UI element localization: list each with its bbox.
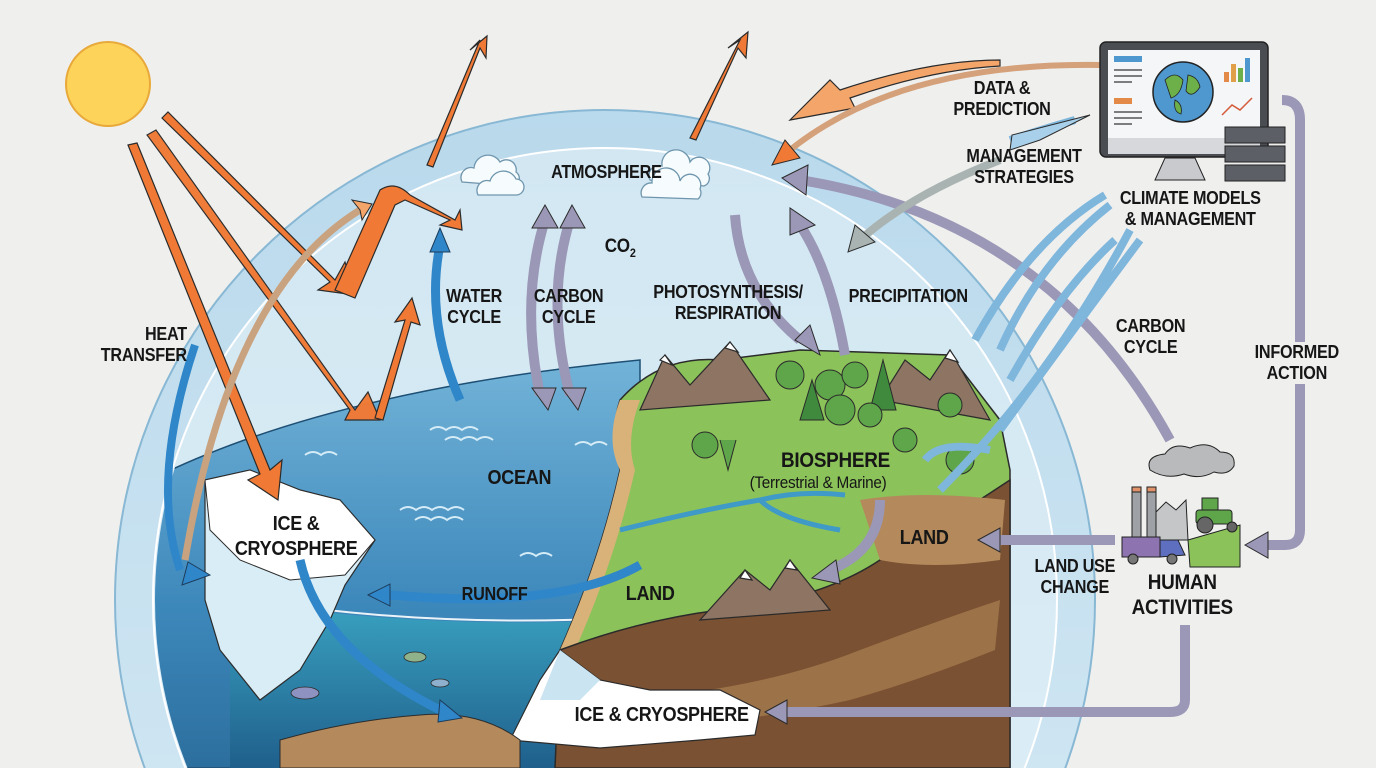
sun-icon: [65, 41, 151, 127]
globe: [114, 109, 1096, 768]
biosphere-label: BIOSPHERE: [781, 449, 890, 472]
carbon-cycle-center-label: CARBON CYCLE: [533, 286, 604, 327]
ice-cryosphere-left-label: ICE & CRYOSPHERE: [234, 513, 358, 560]
ice-cryosphere-bottom-label: ICE & CRYOSPHERE: [574, 704, 749, 726]
carbon-cycle-arrows: [526, 95, 1305, 717]
data-prediction-arrow: [788, 61, 1101, 153]
heat-transfer-arc: [181, 207, 362, 561]
informed-action-label: INFORMED ACTION: [1254, 342, 1339, 384]
land-center-label: LAND: [625, 583, 675, 605]
human-activities-label: HUMAN ACTIVITIES: [1131, 571, 1234, 619]
water-cycle-arrows: [164, 244, 643, 715]
cloud-right: [640, 149, 711, 200]
wave-marks: [304, 426, 608, 558]
land-right-label: LAND: [899, 527, 949, 549]
climate-models-label: CLIMATE MODELS & MANAGEMENT: [1119, 188, 1261, 229]
computer-globe-icon: [1099, 41, 1286, 182]
management-strategies-label: MANAGEMENT STRATEGIES: [966, 146, 1082, 187]
heat-arrows: [127, 30, 1001, 502]
atmosphere-label: ATMOSPHERE: [551, 162, 662, 182]
land-use-change-label: LAND USE CHANGE: [1034, 556, 1116, 597]
mountains: [639, 341, 992, 621]
factory-tractor-icon: [1121, 444, 1241, 568]
biosphere-sublabel: (Terrestrial & Marine): [749, 473, 887, 492]
photosynthesis-respiration-label: PHOTOSYNTHESIS/ RESPIRATION: [653, 282, 803, 323]
runoff-label: RUNOFF: [461, 584, 528, 604]
cloud-left: [460, 154, 525, 196]
co2-label: CO2: [604, 236, 636, 260]
data-prediction-label: DATA & PREDICTION: [953, 78, 1051, 119]
carbon-cycle-right-label: CARBON CYCLE: [1115, 316, 1186, 357]
precipitation-label: PRECIPITATION: [848, 286, 968, 306]
management-strategies-arrow: [857, 156, 1002, 243]
trees: [691, 358, 975, 475]
water-cycle-label: WATER CYCLE: [446, 286, 503, 327]
heat-transfer-label: HEAT TRANSFER: [100, 324, 187, 365]
fish: [290, 651, 450, 700]
ocean-label: OCEAN: [487, 467, 552, 489]
